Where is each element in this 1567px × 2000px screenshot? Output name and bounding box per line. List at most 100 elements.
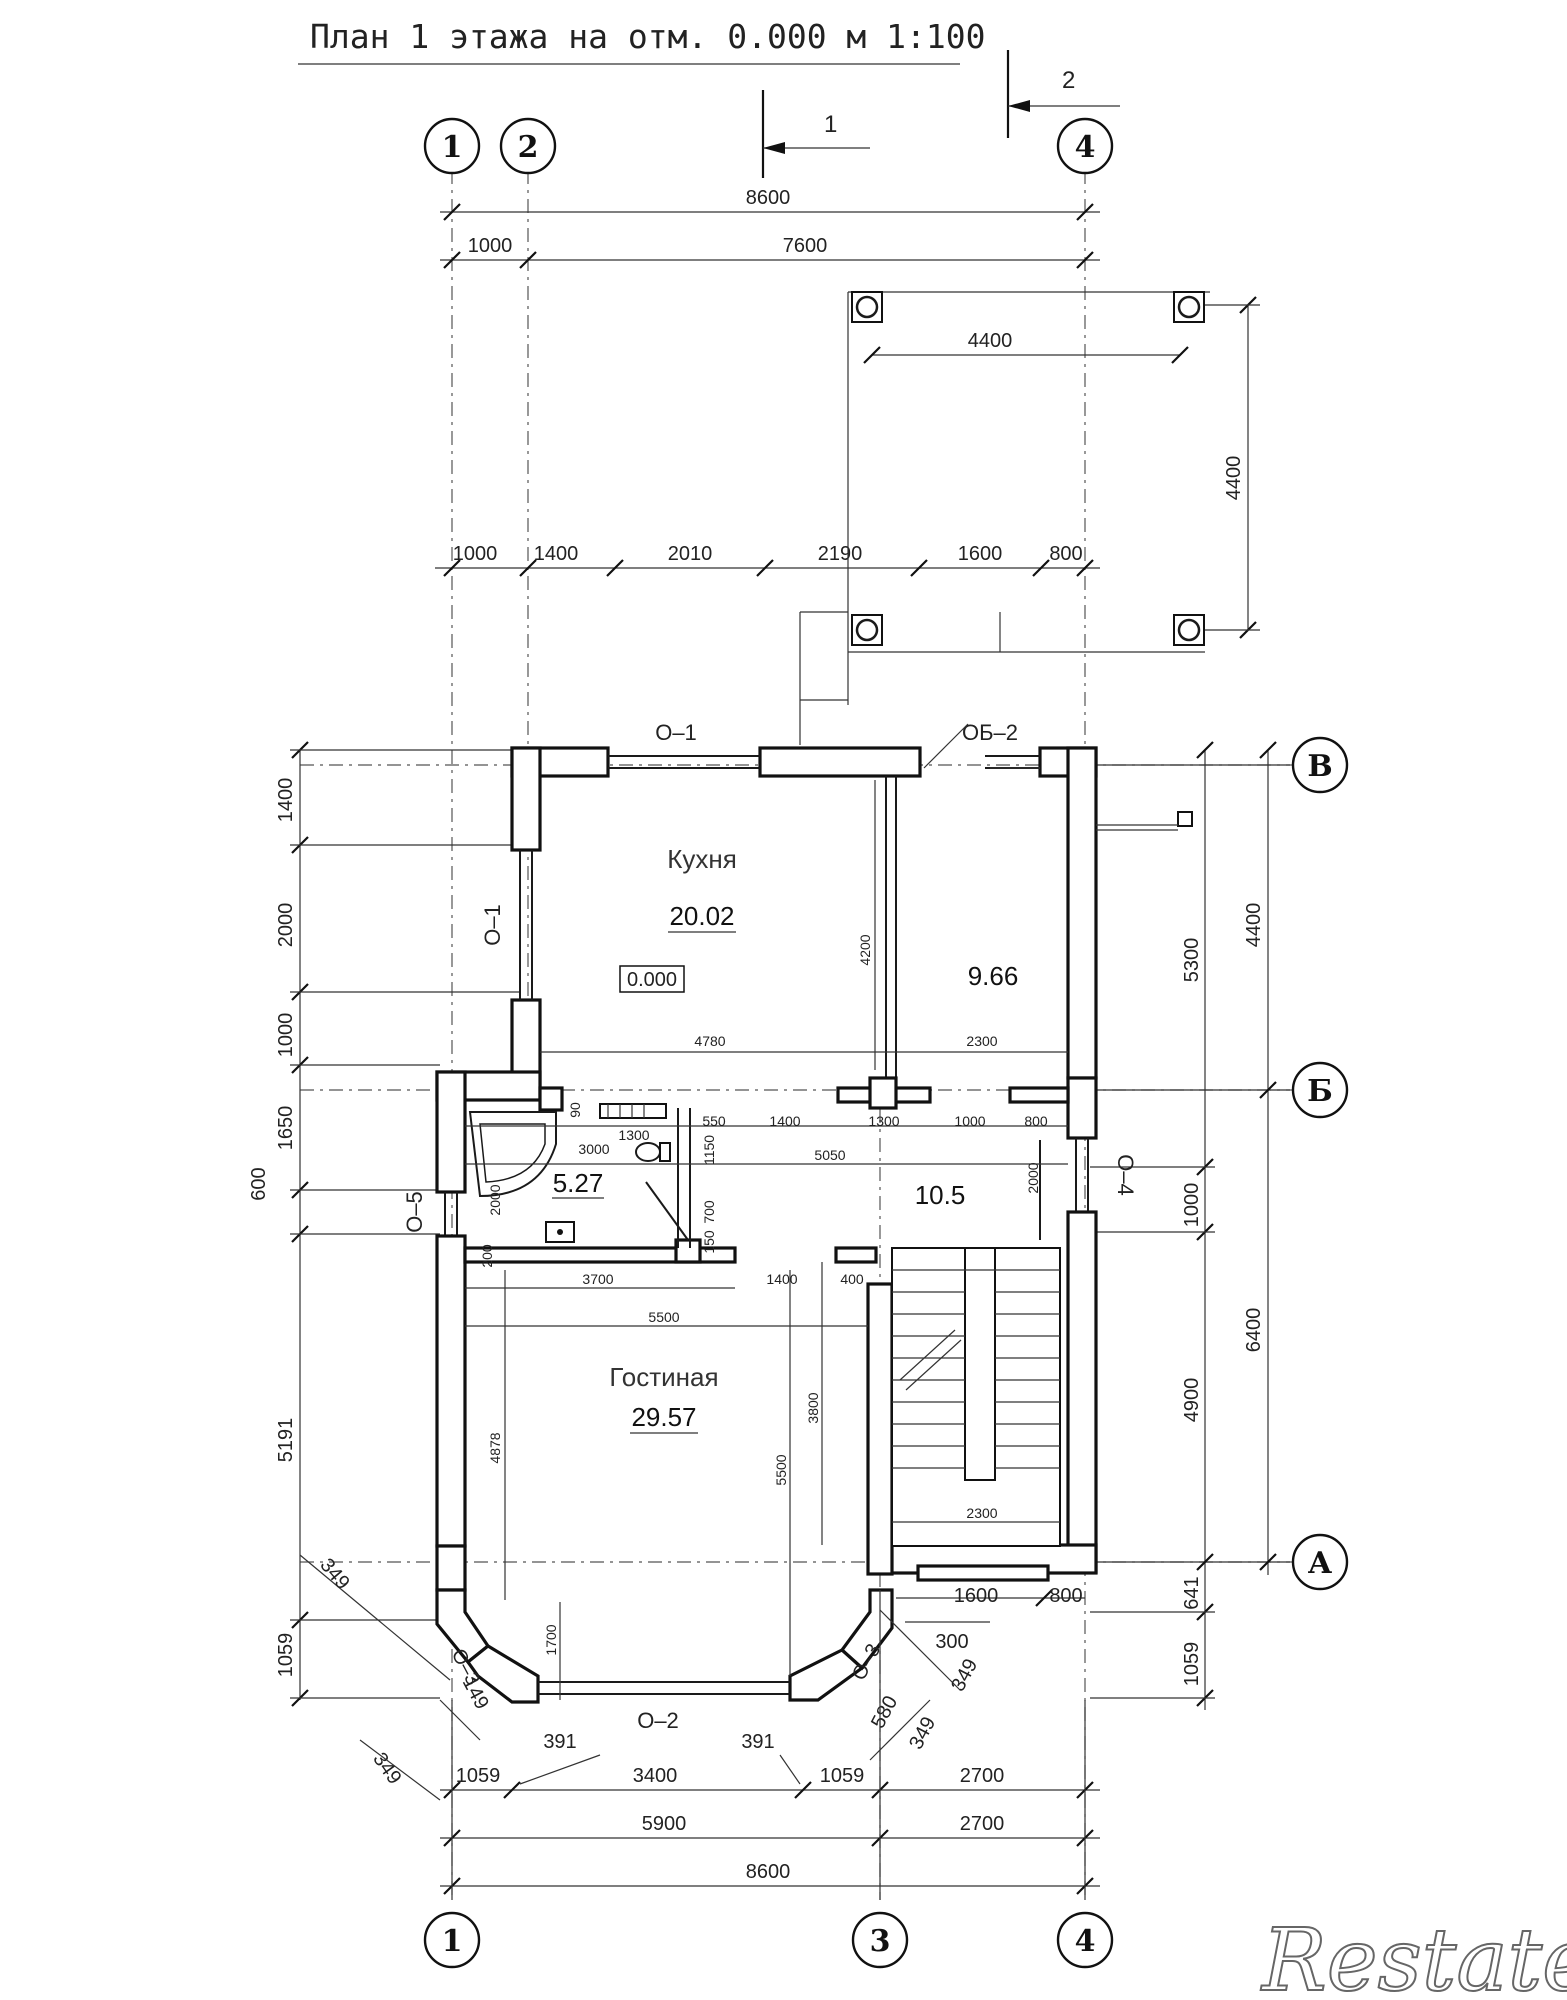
svg-text:2000: 2000 xyxy=(487,1184,503,1215)
bathroom-door xyxy=(645,1181,689,1241)
svg-text:1000: 1000 xyxy=(468,235,513,257)
svg-text:2700: 2700 xyxy=(960,1813,1005,1835)
svg-text:2300: 2300 xyxy=(966,1505,997,1521)
svg-text:1600: 1600 xyxy=(954,1585,999,1607)
svg-text:1650: 1650 xyxy=(275,1106,297,1151)
svg-text:1059: 1059 xyxy=(820,1765,865,1787)
svg-text:6400: 6400 xyxy=(1243,1308,1265,1353)
svg-text:4200: 4200 xyxy=(857,934,873,965)
svg-text:Кухня: Кухня xyxy=(667,844,737,874)
terrace-width: 4400 xyxy=(968,330,1013,352)
dim-overall-top: 8600 xyxy=(746,187,791,209)
svg-text:1300: 1300 xyxy=(868,1113,899,1129)
opening-o5: О–5 xyxy=(402,1191,427,1233)
terrace-column xyxy=(851,291,1205,646)
terrace: 4400 4400 xyxy=(799,291,1260,745)
svg-text:4400: 4400 xyxy=(1243,903,1265,948)
svg-text:641: 641 xyxy=(1181,1576,1203,1609)
svg-text:1300: 1300 xyxy=(618,1127,649,1143)
toilet-icon xyxy=(635,1142,671,1162)
svg-text:3000: 3000 xyxy=(578,1141,609,1157)
room-bathroom: 5.27 xyxy=(552,1168,604,1199)
svg-text:1059: 1059 xyxy=(456,1765,501,1787)
svg-text:1000: 1000 xyxy=(1181,1183,1203,1228)
svg-text:800: 800 xyxy=(1049,1585,1082,1607)
svg-text:1000: 1000 xyxy=(275,1013,297,1058)
svg-text:2000: 2000 xyxy=(1025,1162,1041,1193)
exterior-walls xyxy=(435,746,1098,1704)
svg-text:0.000: 0.000 xyxy=(627,969,677,991)
svg-text:4878: 4878 xyxy=(487,1432,503,1463)
svg-text:20.02: 20.02 xyxy=(669,901,734,931)
svg-text:4900: 4900 xyxy=(1181,1378,1203,1423)
svg-text:2010: 2010 xyxy=(668,543,713,565)
svg-text:349: 349 xyxy=(315,1554,353,1594)
axis-marker-right-v: В xyxy=(1085,736,1349,794)
opening-o1-left: О–1 xyxy=(480,904,505,946)
interior-walls xyxy=(463,767,1193,1547)
svg-text:Гостиная: Гостиная xyxy=(609,1362,718,1392)
svg-text:150: 150 xyxy=(701,1230,717,1254)
svg-text:2700: 2700 xyxy=(960,1765,1005,1787)
svg-text:5900: 5900 xyxy=(642,1813,687,1835)
svg-text:1: 1 xyxy=(442,130,463,165)
axis-marker-top-1: 1 xyxy=(423,117,481,175)
svg-text:А: А xyxy=(1308,1546,1333,1581)
svg-text:300: 300 xyxy=(935,1631,968,1653)
svg-text:4: 4 xyxy=(1075,1924,1096,1959)
axis-marker-bottom-3: 3 xyxy=(851,1911,909,1969)
room-pantry: 9.66 xyxy=(968,961,1019,991)
plan-title: План 1 этажа на отм. 0.000 м 1:100 xyxy=(310,17,986,56)
svg-text:2000: 2000 xyxy=(275,903,297,948)
opening-o2: О–2 xyxy=(637,1708,679,1733)
svg-text:200: 200 xyxy=(479,1244,495,1268)
axis-marker-right-b: Б xyxy=(1085,1061,1349,1119)
axis-marker-bottom-1: 1 xyxy=(423,1911,481,1969)
svg-text:400: 400 xyxy=(840,1271,864,1287)
svg-text:700: 700 xyxy=(701,1200,717,1224)
svg-text:3: 3 xyxy=(870,1924,891,1959)
bathtub-icon xyxy=(468,1111,557,1198)
svg-text:1150: 1150 xyxy=(701,1135,717,1165)
svg-text:2: 2 xyxy=(518,130,539,165)
dimension-chain-left: 1400 2000 1000 1650 600 5191 1059 349 xyxy=(248,741,540,1707)
svg-text:1000: 1000 xyxy=(954,1113,985,1129)
svg-text:9.66: 9.66 xyxy=(968,961,1019,991)
svg-text:2300: 2300 xyxy=(966,1033,997,1049)
svg-text:600: 600 xyxy=(248,1167,270,1200)
level-mark: 0.000 xyxy=(619,965,685,993)
opening-o4: О–4 xyxy=(1113,1154,1138,1196)
svg-text:1059: 1059 xyxy=(1181,1642,1203,1687)
svg-text:1400: 1400 xyxy=(766,1271,797,1287)
section-mark-2: 2 xyxy=(1006,50,1120,138)
svg-text:349: 349 xyxy=(947,1655,982,1695)
svg-text:550: 550 xyxy=(702,1113,726,1129)
dimension-chain-bottom: 1059 391 3400 391 1059 2700 5900 2700 86… xyxy=(440,1590,1100,1900)
section-mark-1: 1 xyxy=(761,90,870,178)
svg-text:7600: 7600 xyxy=(783,235,828,257)
axis-marker-right-a: А xyxy=(1085,1533,1349,1591)
svg-text:1059: 1059 xyxy=(275,1633,297,1678)
section-label-1: 1 xyxy=(824,111,837,138)
svg-text:349: 349 xyxy=(368,1749,405,1789)
section-label-2: 2 xyxy=(1062,67,1075,94)
svg-text:391: 391 xyxy=(543,1731,576,1753)
svg-text:391: 391 xyxy=(741,1731,774,1753)
svg-text:1600: 1600 xyxy=(958,543,1003,565)
svg-text:5.27: 5.27 xyxy=(553,1168,604,1198)
opening-ob2: ОБ–2 xyxy=(962,720,1018,745)
svg-text:5191: 5191 xyxy=(275,1418,297,1463)
svg-text:1000: 1000 xyxy=(453,543,498,565)
shelf-icon xyxy=(599,1103,667,1119)
svg-text:90: 90 xyxy=(567,1102,583,1118)
svg-text:10.5: 10.5 xyxy=(915,1180,966,1210)
svg-text:1400: 1400 xyxy=(534,543,579,565)
svg-text:3400: 3400 xyxy=(633,1765,678,1787)
dimension-chain-right: 5300 1000 4900 641 1059 4400 6400 xyxy=(1090,741,1277,1710)
svg-text:5300: 5300 xyxy=(1181,938,1203,983)
svg-text:8600: 8600 xyxy=(746,1861,791,1883)
svg-text:29.57: 29.57 xyxy=(631,1402,696,1432)
svg-text:4780: 4780 xyxy=(694,1033,725,1049)
svg-text:3700: 3700 xyxy=(582,1271,613,1287)
svg-text:1400: 1400 xyxy=(275,778,297,823)
